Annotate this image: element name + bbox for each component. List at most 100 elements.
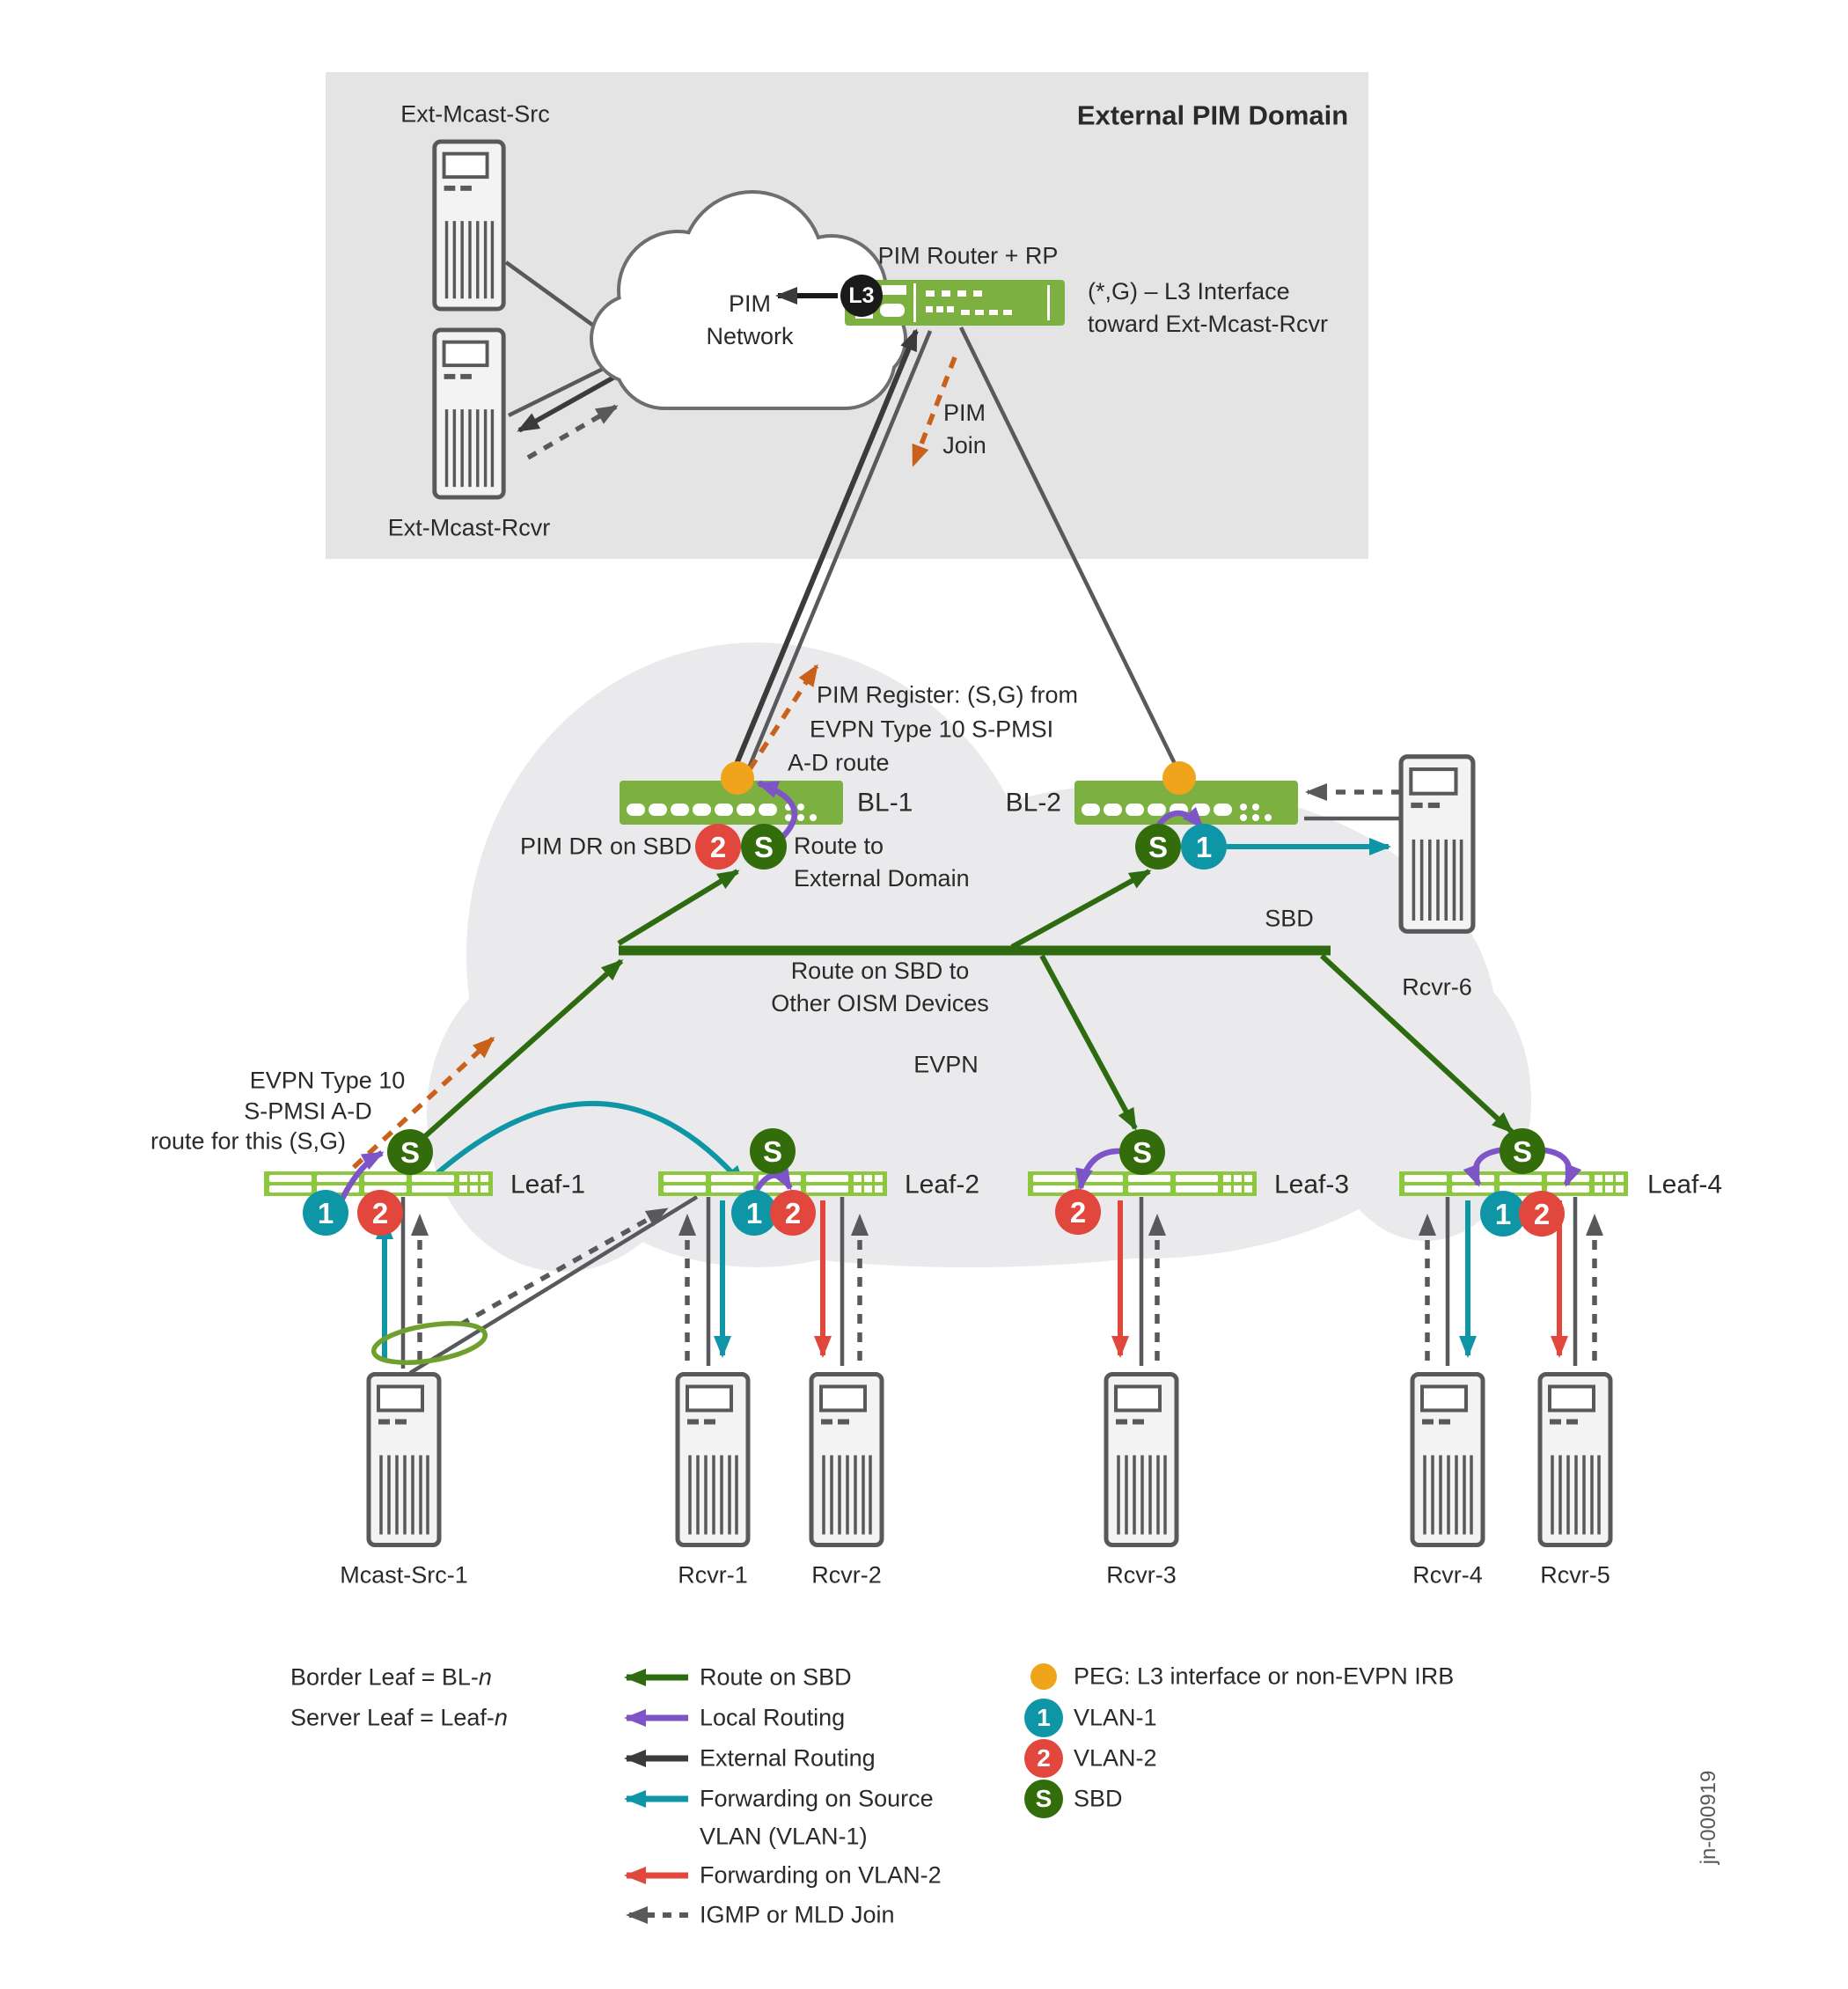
legend-peg-label: PEG: L3 interface or non-EVPN IRB bbox=[1074, 1662, 1455, 1690]
source-vlan-forwarding bbox=[376, 838, 1477, 1361]
rcvr2-server bbox=[811, 1375, 882, 1545]
leaf3-device bbox=[1028, 1171, 1257, 1196]
sbd-to-bl2-arrow bbox=[1010, 869, 1152, 950]
rcvr6-server bbox=[1401, 757, 1473, 932]
igmp-joins bbox=[411, 783, 1603, 1361]
evpn-type10-arrow bbox=[337, 1036, 495, 1184]
legend-server-leaf: Server Leaf = Leaf-n bbox=[290, 1704, 508, 1731]
leaf1-to-leaf2-arc bbox=[436, 1101, 746, 1188]
mcast-src1-label: Mcast-Src-1 bbox=[340, 1561, 468, 1589]
evpn-label: EVPN bbox=[913, 1051, 979, 1078]
rcvr1-label: Rcvr-1 bbox=[678, 1561, 748, 1589]
pim-router-label: PIM Router + RP bbox=[877, 242, 1059, 269]
figure-id: jn-000919 bbox=[1697, 1770, 1720, 1865]
legend-fwd-source-line1: Forwarding on Source bbox=[700, 1785, 934, 1812]
pim-register-arrow bbox=[747, 664, 819, 771]
legend-border-leaf: Border Leaf = BL-n bbox=[290, 1663, 492, 1691]
sbd-badge-leaf1: S bbox=[387, 1129, 433, 1175]
evpn-type10-line2: S-PMSI A-D bbox=[244, 1097, 372, 1125]
legend-route-sbd-label: Route on SBD bbox=[700, 1663, 852, 1691]
sbd-badge-leaf2: S bbox=[750, 1128, 796, 1174]
sbd-routing bbox=[422, 869, 1514, 1140]
bl1-peg-dot bbox=[721, 761, 754, 795]
rcvr4-server bbox=[1412, 1375, 1483, 1545]
legend-vlan2-label: VLAN-2 bbox=[1074, 1744, 1157, 1772]
bl1-label: BL-1 bbox=[857, 788, 913, 818]
ext-mcast-src-label: Ext-Mcast-Src bbox=[400, 100, 550, 128]
sbd-to-leaf3-arrow bbox=[1039, 954, 1138, 1131]
bl1-router-link bbox=[743, 330, 933, 777]
legend-vlan1-label: VLAN-1 bbox=[1074, 1704, 1157, 1731]
rcvr3-label: Rcvr-3 bbox=[1106, 1561, 1177, 1589]
leaf1-label: Leaf-1 bbox=[510, 1170, 586, 1200]
pim-join-label: PIM Join bbox=[942, 400, 986, 459]
bl2-label: BL-2 bbox=[1005, 788, 1061, 818]
l3-badge: L3 bbox=[840, 275, 883, 317]
border-leaf-external-routing bbox=[730, 287, 1182, 777]
leaf2-local-routing-arc bbox=[754, 1166, 793, 1192]
sbd-badge-bl1: S bbox=[741, 824, 787, 870]
bl1-external-routing-arrow bbox=[730, 328, 919, 776]
legend-fwd-vlan2-label: Forwarding on VLAN-2 bbox=[700, 1861, 942, 1889]
domain-title: External PIM Domain bbox=[1076, 99, 1349, 131]
leaf4-device bbox=[1399, 1171, 1628, 1196]
ext-mcast-src-server bbox=[435, 142, 503, 309]
leaf4-label: Leaf-4 bbox=[1647, 1170, 1723, 1200]
vlan1-badge-leaf1: 1 bbox=[303, 1190, 348, 1236]
rcvr4-label: Rcvr-4 bbox=[1412, 1561, 1483, 1589]
legend-sbd-badge: S bbox=[1024, 1780, 1063, 1818]
legend-external-routing-label: External Routing bbox=[700, 1744, 876, 1772]
vlan2-badge-bl1: 2 bbox=[695, 824, 741, 870]
legend-vlan1-badge: 1 bbox=[1024, 1699, 1063, 1737]
vlan1-badge-leaf4: 1 bbox=[1480, 1191, 1526, 1237]
ext-mcast-rcvr-server bbox=[435, 330, 503, 497]
ext-mcast-rcvr-label: Ext-Mcast-Rcvr bbox=[387, 514, 551, 541]
vlan2-badge-leaf3: 2 bbox=[1055, 1189, 1101, 1235]
legend-sbd-label: SBD bbox=[1074, 1785, 1123, 1812]
sbd-badge-leaf3: S bbox=[1119, 1129, 1165, 1175]
legend-vlan2-badge: 2 bbox=[1024, 1739, 1063, 1778]
rcvr6-label: Rcvr-6 bbox=[1402, 973, 1472, 1001]
legend-local-routing-label: Local Routing bbox=[700, 1704, 846, 1731]
pim-register-line1: PIM Register: (S,G) from bbox=[817, 681, 1079, 708]
route-on-sbd-label: Route on SBD to Other OISM Devices bbox=[771, 958, 989, 1017]
rcvr3-server bbox=[1106, 1375, 1177, 1545]
vlan2-badge-leaf1: 2 bbox=[357, 1190, 403, 1236]
vlan2-badge-leaf2: 2 bbox=[770, 1190, 816, 1236]
mcast-src1-server bbox=[369, 1375, 439, 1545]
bl1-local-routing-arc bbox=[756, 780, 797, 846]
legend-peg-dot bbox=[1030, 1663, 1057, 1690]
sbd-to-bl1-arrow bbox=[617, 869, 740, 946]
lag-ellipse bbox=[370, 1321, 488, 1365]
peg-dots bbox=[721, 761, 1196, 1690]
pim-dr-label: PIM DR on SBD bbox=[519, 833, 692, 860]
sbd-badge-leaf4: S bbox=[1500, 1128, 1545, 1174]
bl2-peg-dot bbox=[1162, 761, 1196, 795]
legend-arrows bbox=[624, 1669, 688, 1924]
leaf1-to-sbd-arrow bbox=[422, 958, 624, 1140]
leaf3-local-routing-arc bbox=[1075, 1148, 1124, 1191]
pim-register-line3: A-D route bbox=[788, 749, 890, 776]
vlan2-badge-leaf4: 2 bbox=[1519, 1191, 1565, 1237]
route-to-external-label: Route to External Domain bbox=[794, 833, 970, 892]
rcvr5-server bbox=[1540, 1375, 1610, 1545]
rcvr2-label: Rcvr-2 bbox=[811, 1561, 882, 1589]
legend-fwd-source-line2: VLAN (VLAN-1) bbox=[700, 1823, 868, 1850]
sbd-to-leaf4-arrow bbox=[1319, 953, 1514, 1134]
l3-interface-note: (*,G) – L3 Interface toward Ext-Mcast-Rc… bbox=[1088, 278, 1329, 337]
evpn-type10-line1: EVPN Type 10 bbox=[249, 1067, 406, 1094]
rcvr1-server bbox=[678, 1375, 748, 1545]
sbd-badge-bl2: S bbox=[1135, 824, 1181, 870]
vlan1-badge-leaf2: 1 bbox=[731, 1190, 777, 1236]
vlan1-badge-bl2: 1 bbox=[1181, 824, 1227, 870]
pim-register-line2: EVPN Type 10 S-PMSI bbox=[810, 716, 1054, 743]
legend-igmp-label: IGMP or MLD Join bbox=[700, 1901, 895, 1928]
sbd-label: SBD bbox=[1265, 905, 1314, 932]
evpn-type10-line3: route for this (S,G) bbox=[150, 1127, 347, 1155]
router-bl2-link bbox=[958, 327, 1182, 774]
leaf3-label: Leaf-3 bbox=[1274, 1170, 1350, 1200]
leaf2-label: Leaf-2 bbox=[905, 1170, 980, 1200]
rcvr5-label: Rcvr-5 bbox=[1540, 1561, 1610, 1589]
